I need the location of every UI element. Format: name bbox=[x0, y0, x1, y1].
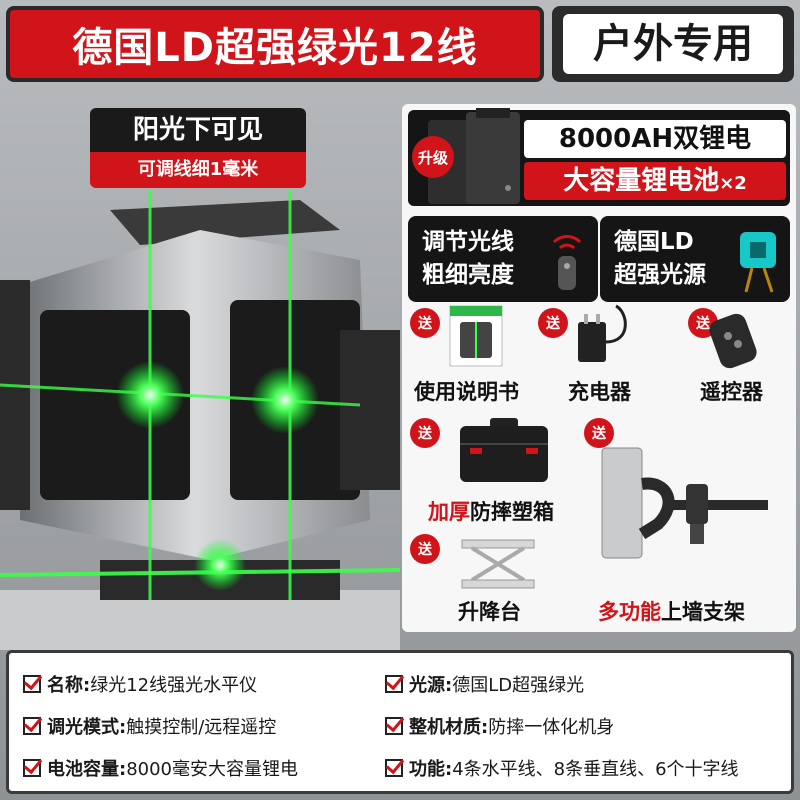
gift-mount-rest: 上墙支架 bbox=[661, 600, 745, 624]
left-window bbox=[40, 310, 190, 500]
gift-case-label: 加厚防摔塑箱 bbox=[428, 496, 554, 526]
spec-function-key: 功能: bbox=[409, 759, 453, 780]
spec-dimming: 调光模式: 触摸控制/远程遥控 bbox=[23, 713, 276, 739]
carry-case-icon bbox=[460, 418, 548, 482]
spec-light-key: 光源: bbox=[409, 675, 453, 696]
feature-ld-line1: 德国LD bbox=[614, 229, 694, 255]
feature-german-ld: 德国LD 超强光源 bbox=[600, 216, 790, 302]
lift-table-icon bbox=[461, 539, 535, 589]
gift-charger-label: 充电器 bbox=[568, 380, 631, 404]
title-banner: 德国LD超强绿光12线 bbox=[6, 6, 544, 82]
sunlight-visible-text: 阳光下可见 bbox=[90, 108, 306, 152]
laser-emitter-right bbox=[251, 366, 319, 434]
side-bumper-left bbox=[0, 280, 30, 510]
laser-emitter-left bbox=[116, 361, 184, 429]
checkbox-icon bbox=[23, 675, 41, 693]
gift-badge-mount: 送 bbox=[584, 418, 614, 448]
gift-mount-label: 多功能上墙支架 bbox=[598, 596, 745, 626]
feature-adjust-line1: 调节光线 bbox=[422, 229, 514, 255]
spec-dimming-value: 触摸控制/远程遥控 bbox=[126, 717, 277, 738]
feature-adjust-light: 调节光线 粗细亮度 bbox=[408, 216, 598, 302]
battery-desc: 大容量锂电池 bbox=[563, 166, 720, 196]
battery-multiplier: ×2 bbox=[719, 173, 747, 194]
gift-badge-case: 送 bbox=[410, 418, 440, 448]
line-width-text: 可调线细1毫米 bbox=[90, 152, 306, 188]
spec-dimming-key: 调光模式: bbox=[47, 717, 127, 738]
spec-function-value: 4条水平线、8条垂直线、6个十字线 bbox=[452, 759, 739, 780]
spec-light-source: 光源: 德国LD超强绿光 bbox=[385, 671, 584, 697]
gift-badge-lift: 送 bbox=[410, 534, 440, 564]
remote-control-icon bbox=[709, 313, 757, 369]
spec-material: 整机材质: 防摔一体化机身 bbox=[385, 713, 614, 739]
charger-icon bbox=[578, 304, 627, 362]
battery-capacity-text: 8000AH双锂电 bbox=[524, 120, 786, 158]
accessory-panel: 升级 8000AH双锂电 大容量锂电池×2 调节光线 粗细亮度 德国LD 超强光… bbox=[402, 104, 796, 632]
spec-box: 名称: 绿光12线强光水平仪 光源: 德国LD超强绿光 调光模式: 触摸控制/远… bbox=[6, 650, 794, 794]
remote-signal-icon bbox=[552, 235, 582, 290]
gift-remote-label: 遥控器 bbox=[700, 380, 763, 404]
spec-name-value: 绿光12线强光水平仪 bbox=[90, 675, 258, 696]
gift-case-highlight: 加厚 bbox=[428, 500, 470, 524]
battery-box: 升级 8000AH双锂电 大容量锂电池×2 bbox=[408, 108, 790, 206]
checkbox-icon bbox=[23, 759, 41, 777]
gift-manual-label: 使用说明书 bbox=[414, 380, 519, 404]
spec-battery-value: 8000毫安大容量锂电 bbox=[126, 759, 299, 780]
spec-material-key: 整机材质: bbox=[409, 717, 489, 738]
spec-battery-key: 电池容量: bbox=[47, 759, 127, 780]
title-text: 德国LD超强绿光12线 bbox=[72, 25, 478, 71]
gift-badge-charger: 送 bbox=[538, 308, 568, 338]
checkbox-icon bbox=[23, 717, 41, 735]
spec-material-value: 防摔一体化机身 bbox=[488, 717, 615, 738]
top-cap bbox=[110, 200, 340, 245]
feature-ld-line2: 超强光源 bbox=[614, 262, 706, 288]
wall-mount-icon bbox=[601, 447, 768, 559]
manual-icon bbox=[449, 305, 503, 367]
laser-emitter-bottom bbox=[194, 539, 246, 591]
gift-mount-highlight: 多功能 bbox=[598, 600, 661, 624]
laser-level-device bbox=[0, 190, 400, 650]
side-bumper-right bbox=[340, 330, 400, 490]
outdoor-text: 户外专用 bbox=[563, 14, 783, 74]
sunlight-visible-tag: 阳光下可见 可调线细1毫米 bbox=[90, 108, 306, 188]
spec-name: 名称: 绿光12线强光水平仪 bbox=[23, 671, 257, 697]
gift-badge-manual: 送 bbox=[410, 308, 440, 338]
checkbox-icon bbox=[385, 759, 403, 777]
battery-count-text: 大容量锂电池×2 bbox=[524, 162, 786, 200]
laser-diode-icon bbox=[740, 232, 776, 293]
upgrade-badge: 升级 bbox=[412, 136, 454, 178]
gift-case-rest: 防摔塑箱 bbox=[470, 500, 554, 524]
spec-name-key: 名称: bbox=[47, 675, 91, 696]
outdoor-banner: 户外专用 bbox=[552, 6, 794, 82]
spec-function: 功能: 4条水平线、8条垂直线、6个十字线 bbox=[385, 755, 739, 781]
checkbox-icon bbox=[385, 717, 403, 735]
spec-battery: 电池容量: 8000毫安大容量锂电 bbox=[23, 755, 298, 781]
checkbox-icon bbox=[385, 675, 403, 693]
spec-light-value: 德国LD超强绿光 bbox=[452, 675, 585, 696]
gift-lift-label: 升降台 bbox=[458, 600, 521, 624]
feature-adjust-line2: 粗细亮度 bbox=[422, 262, 514, 288]
